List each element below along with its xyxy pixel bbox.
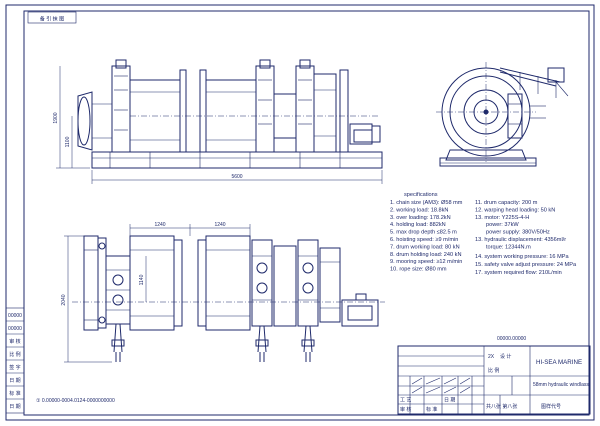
- drawing-frame: [5, 4, 595, 421]
- spec-right-item: 11. drum capacity: 200 m: [475, 200, 538, 206]
- dim-span-b: 1240: [214, 222, 225, 228]
- title-scale: 比 例: [488, 367, 499, 374]
- title-chk: 审 核: [400, 406, 411, 413]
- side-strip-item: 日 期: [9, 378, 20, 384]
- title-date: 日 期: [444, 398, 455, 404]
- spec-left-item: 5. max drop depth ≤82.5 m: [390, 230, 457, 236]
- side-strip-item: 签 字: [9, 364, 20, 371]
- title-2x: 2X: [488, 354, 495, 360]
- side-strip-item: 标 准: [9, 390, 20, 397]
- dim-height-total: 1900: [53, 112, 59, 123]
- dim-plan-drum-offset: 1140: [139, 274, 145, 285]
- front-dimension-lines: 1900 1100 5600: [53, 66, 383, 184]
- spec-right-item: 13. motor: Y225S-4-H: [475, 215, 529, 221]
- right-code-note: 00000.00000: [497, 336, 526, 342]
- plan-dimension-lines: 1240 1240 2040 1140: [61, 222, 251, 363]
- spec-left-item: 2. working load: 18.8kN: [390, 207, 448, 213]
- spec-left-item: 7. drum working load: 80 kN: [390, 244, 460, 250]
- side-strip-item: 日 期: [9, 404, 20, 410]
- corner-stamp-text: 备 引 抹 图: [40, 16, 64, 23]
- side-strip-item: 00000: [8, 313, 22, 319]
- dim-plan-width: 2040: [61, 294, 67, 305]
- front-elevation-view: 1900 1100 5600: [53, 59, 383, 184]
- spec-right-item: power: 37kW: [486, 222, 519, 228]
- side-strip-item: 比 例: [9, 351, 20, 358]
- title-proc: 工 艺: [400, 398, 411, 404]
- spec-left-item: 9. mooring speed: ≥12 m/min: [390, 259, 462, 265]
- spec-left-item: 10. rope size: Ø80 mm: [390, 267, 447, 273]
- side-strip: 00000 00000 审 核 比 例 签 字 日 期 标 准 日 期: [5, 307, 25, 414]
- spec-left-item: 1. chain size (AM3): Ø58 mm: [390, 200, 463, 206]
- inner-frame: [23, 10, 590, 416]
- title-company: HI-SEA MARINE: [536, 359, 582, 366]
- spec-left-item: 4. holding load: 882kN: [390, 222, 446, 228]
- spec-left-item: 8. drum holding load: 240 kN: [390, 252, 462, 258]
- title-sheet: 共八张 第八张: [486, 403, 517, 410]
- spec-right-item: 15. safety valve adjust pressure: 24 MPa: [475, 262, 577, 268]
- spec-heading: specifications: [404, 192, 438, 198]
- plan-view: 1240 1240 2040 1140: [61, 222, 385, 363]
- side-strip-item: 00000: [8, 326, 22, 332]
- title-drawing-no: 图样代号: [541, 403, 561, 410]
- spec-right-item: 13. hydraulic displacement: 4356ml/r: [475, 237, 566, 243]
- dim-overall-length: 5600: [231, 174, 242, 180]
- spec-left-item: 3. over loading: 178.2kN: [390, 215, 451, 221]
- dim-height-center: 1100: [65, 136, 71, 147]
- bottom-code-note: ① 0.00000-0004.0124-0000000000: [36, 398, 115, 404]
- spec-right-item: 12. warping head loading: 50 kN: [475, 207, 555, 213]
- title-block: 2X 设 计 比 例 HI-SEA MARINE 58mm hydraulic …: [397, 345, 591, 415]
- corner-stamp: 备 引 抹 图: [27, 11, 77, 24]
- spec-left-item: 6. hoisting speed: ≥9 m/min: [390, 237, 458, 243]
- title-product: 58mm hydraulic windlass: [533, 382, 589, 388]
- side-elevation-view: [436, 62, 569, 167]
- spec-right-item: 14. system working pressure: 16 MPa: [475, 254, 569, 260]
- spec-right-item: 17. system required flow: 210L/min: [475, 270, 562, 276]
- spec-right-item: power supply: 380V/50Hz: [486, 230, 550, 236]
- specifications-block: specifications 1. chain size (AM3): Ø58 …: [390, 192, 577, 276]
- dim-span-a: 1240: [154, 222, 165, 228]
- title-std: 标 准: [426, 406, 437, 413]
- title-design: 设 计: [500, 353, 511, 360]
- spec-right-item: torque: 12344N.m: [486, 244, 531, 250]
- side-strip-item: 审 核: [9, 338, 20, 345]
